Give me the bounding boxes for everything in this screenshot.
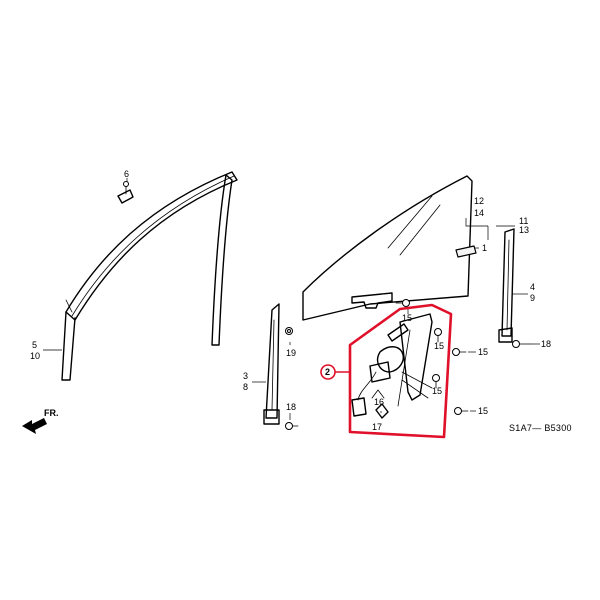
callout-labels: 6 5 10 12 14 1 11 13 4 9 3 8 19 18 18 15… (30, 169, 551, 432)
callout-9: 9 (530, 293, 535, 303)
front-label: FR. (44, 408, 59, 418)
clip-19 (285, 327, 293, 335)
bolt-18-b (285, 422, 299, 430)
callout-15-bottom: 15 (478, 406, 488, 416)
bolt-15-b (434, 328, 442, 343)
callout-11: 11 (519, 216, 528, 226)
front-arrow: FR. (22, 408, 59, 434)
bolt-15-e (454, 407, 469, 415)
rear-run-channel (498, 228, 515, 343)
callout-13: 13 (519, 225, 529, 235)
window-regulator-assembly (351, 313, 433, 419)
callout-12: 12 (474, 196, 484, 206)
callout-17: 17 (372, 422, 382, 432)
callout-10: 10 (30, 351, 40, 361)
callout-15-top: 15 (402, 313, 412, 323)
callout-19: 19 (286, 348, 296, 358)
door-glass (302, 175, 473, 321)
callout-8: 8 (243, 382, 248, 392)
callout-15-mid: 15 (434, 341, 444, 351)
bolts (285, 299, 533, 430)
bolt-18-a (512, 340, 533, 348)
callout-circle-2 (320, 364, 336, 380)
clip-part-6 (117, 181, 134, 204)
diagram-code: S1A7— B5300 (509, 423, 572, 433)
regulator-highlight (320, 303, 453, 439)
leader-lines (43, 178, 540, 420)
callout-15-right: 15 (478, 347, 488, 357)
stopper-part-1 (455, 245, 477, 258)
callout-3: 3 (243, 371, 248, 381)
callout-14: 14 (474, 208, 484, 218)
callout-2: 2 (325, 367, 330, 377)
bolt-15-c (452, 348, 467, 356)
bolt-15-d (432, 374, 440, 389)
front-lower-channel (263, 303, 280, 425)
callout-6: 6 (124, 169, 129, 179)
callout-4: 4 (530, 282, 535, 292)
callout-16: 16 (374, 397, 384, 407)
callout-18-lower: 18 (286, 402, 296, 412)
callout-5: 5 (32, 340, 37, 350)
callout-18-right: 18 (541, 339, 551, 349)
callout-15-lower: 15 (432, 386, 442, 396)
door-sash-channel (61, 171, 238, 381)
callout-1: 1 (482, 243, 487, 253)
glass-holder-bracket (351, 292, 393, 309)
bolt-15-a (395, 299, 410, 307)
